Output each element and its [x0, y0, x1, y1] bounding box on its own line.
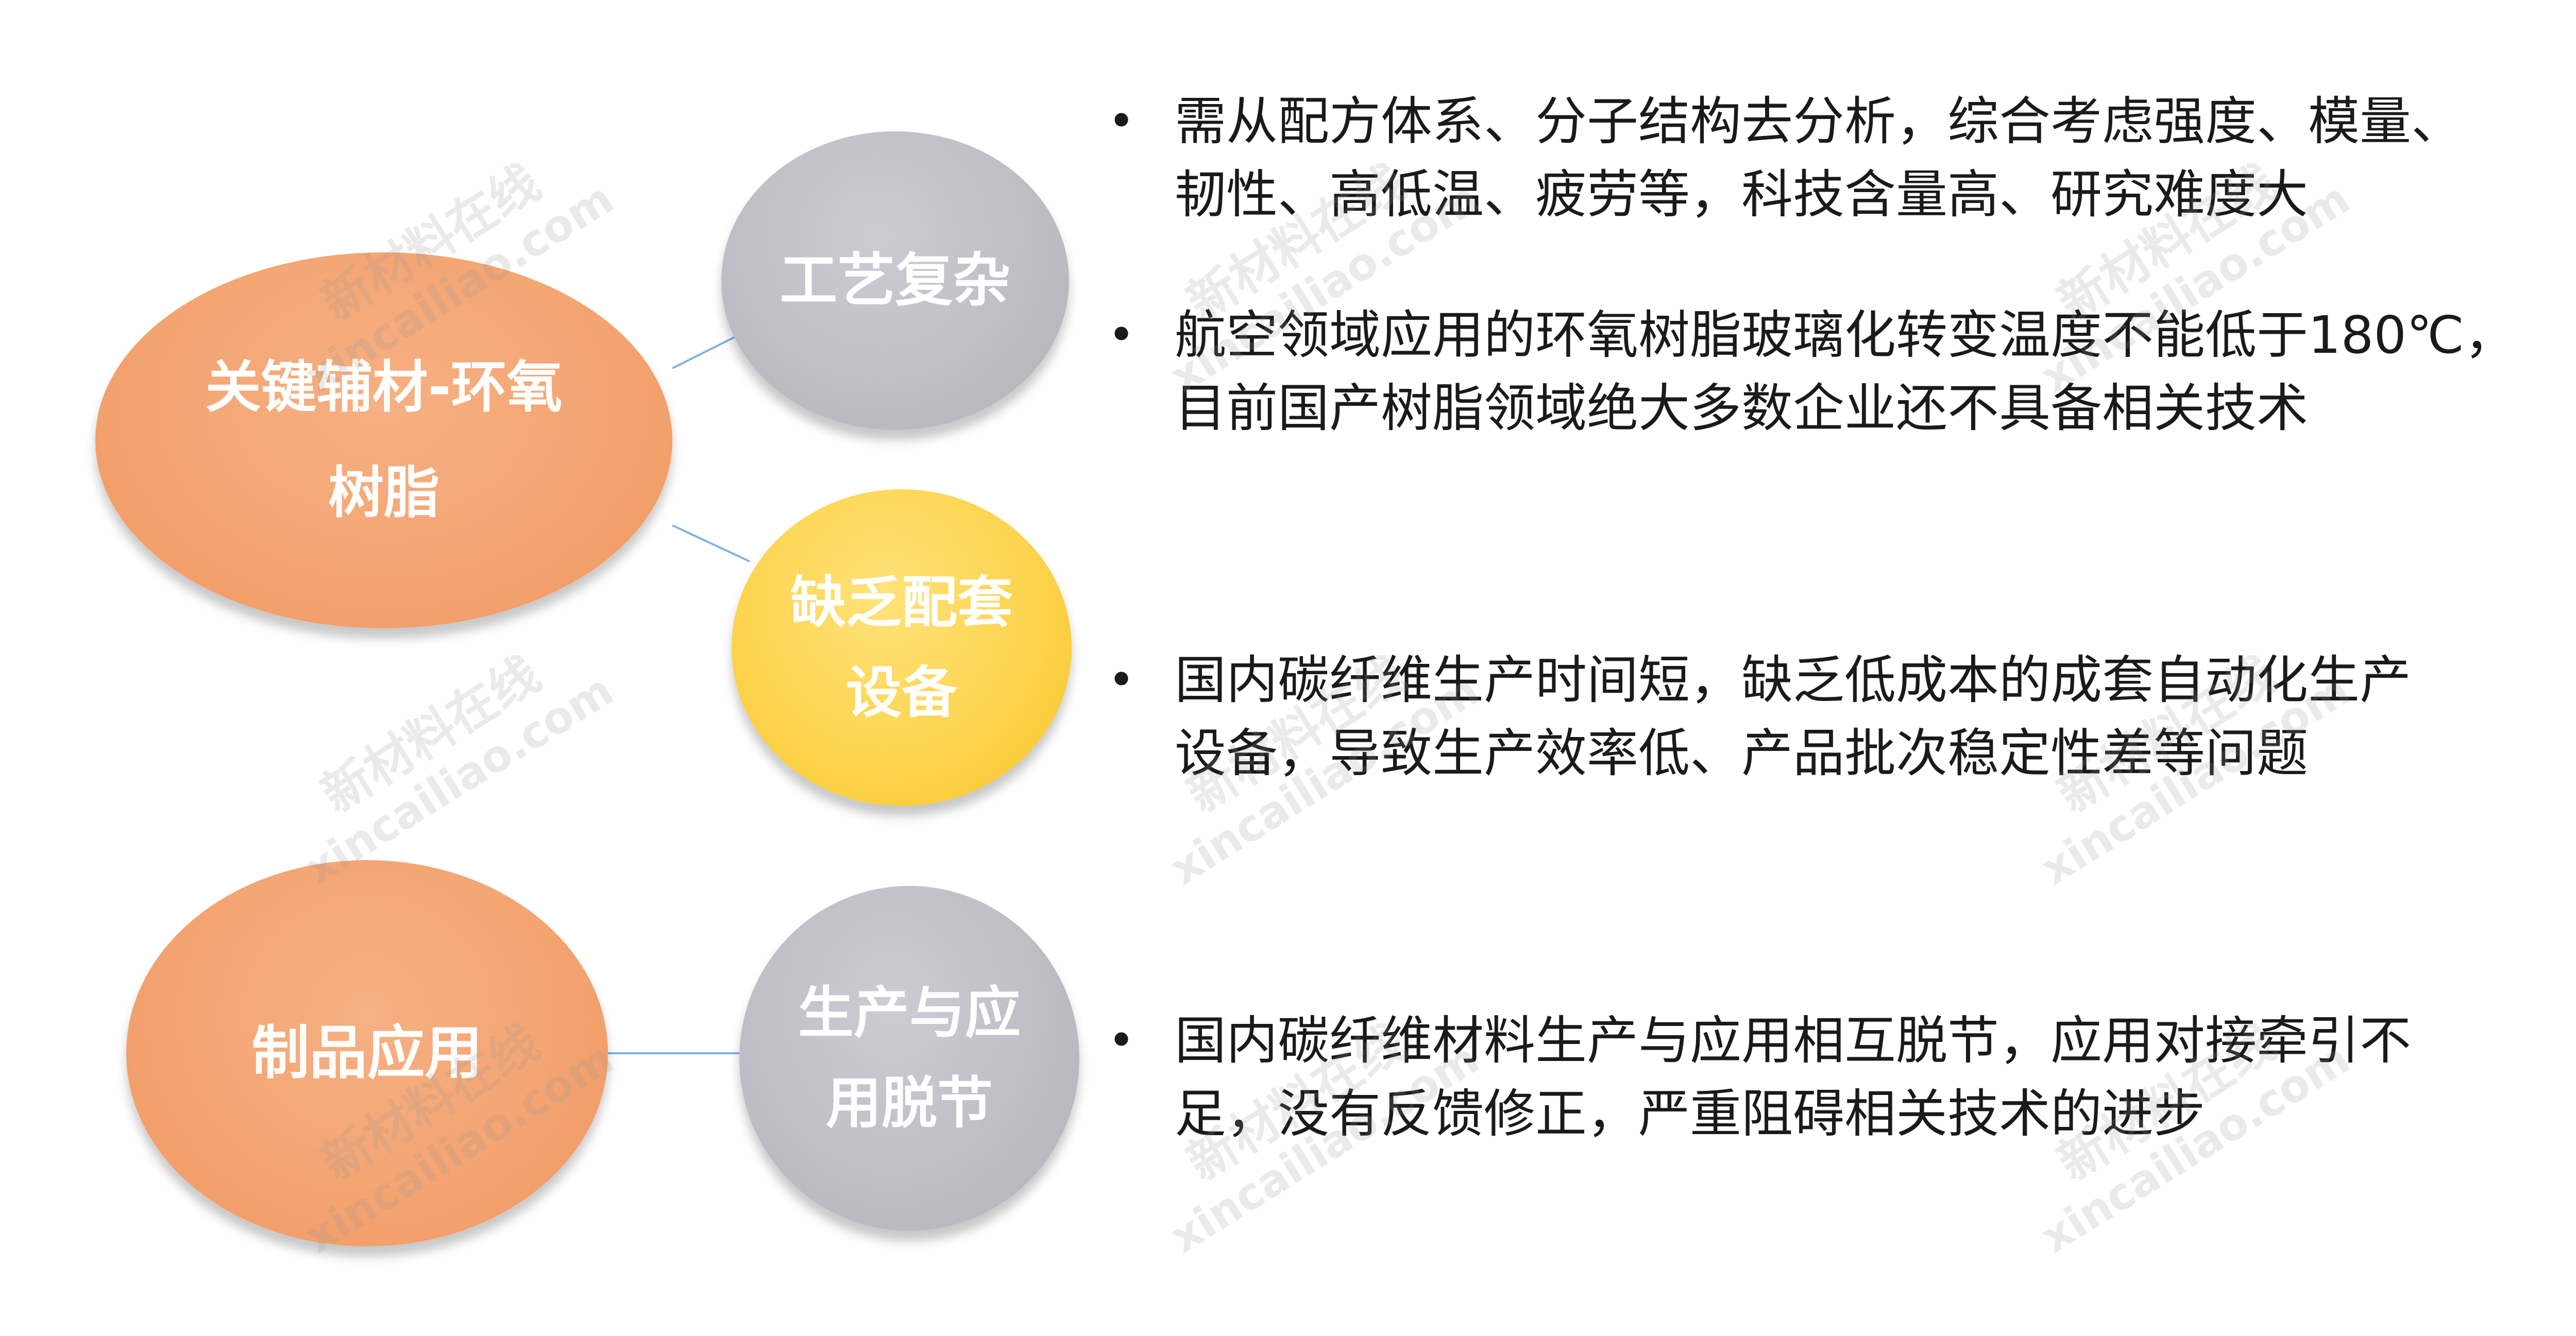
- bullet-item: • 国内碳纤维材料生产与应用相互脱节，应用对接牵引不 足，没有反馈修正，严重阻碍…: [1108, 1004, 2555, 1151]
- bullet-text-line: 目前国产树脂领域绝大多数企业还不具备相关技术: [1175, 378, 2308, 438]
- bullet-text-line: 国内碳纤维生产时间短，缺乏低成本的成套自动化生产: [1175, 650, 2411, 710]
- node-label-line: 用脱节: [825, 1071, 993, 1136]
- bullet-text: 国内碳纤维材料生产与应用相互脱节，应用对接牵引不 足，没有反馈修正，严重阻碍相关…: [1175, 1004, 2555, 1151]
- node-label-line: 设备: [845, 660, 957, 725]
- node-complex-process: 工艺复杂: [721, 131, 1069, 430]
- node-label-line: 树脂: [328, 461, 439, 525]
- node-key-material-epoxy-resin: 关键辅材-环氧 树脂: [95, 252, 672, 628]
- bullet-text-line: 设备，导致生产效率低、产品批次稳定性差等问题: [1175, 723, 2308, 783]
- node-label-line: 工艺复杂: [779, 247, 1011, 314]
- bullet-dot: •: [1108, 653, 1136, 707]
- bullet-dot: •: [1108, 1014, 1136, 1068]
- node-lack-equipment: 缺乏配套 设备: [732, 489, 1072, 806]
- bullet-item: • 国内碳纤维生产时间短，缺乏低成本的成套自动化生产 设备，导致生产效率低、产品…: [1108, 644, 2555, 790]
- node-product-application: 制品应用: [126, 860, 608, 1246]
- node-production-application-disconnect: 生产与应 用脱节: [739, 886, 1079, 1231]
- node-label-line: 关键辅材-环氧: [205, 355, 563, 420]
- bullet-text-line: 需从配方体系、分子结构去分析，综合考虑强度、模量、: [1175, 91, 2463, 151]
- bullet-text-line: 国内碳纤维材料生产与应用相互脱节，应用对接牵引不: [1175, 1010, 2411, 1071]
- bullet-text-line: 航空领域应用的环氧树脂玻璃化转变温度不能低于180℃，: [1175, 305, 2516, 365]
- connector-resin-process: [672, 336, 735, 369]
- bullet-text: 需从配方体系、分子结构去分析，综合考虑强度、模量、 韧性、高低温、疲劳等，科技含…: [1175, 85, 2555, 231]
- node-label-line: 生产与应: [798, 981, 1021, 1046]
- bullet-text-line: 足，没有反馈修正，严重阻碍相关技术的进步: [1175, 1084, 2205, 1144]
- bullet-text: 航空领域应用的环氧树脂玻璃化转变温度不能低于180℃， 目前国产树脂领域绝大多数…: [1175, 299, 2555, 445]
- node-label-line: 制品应用: [251, 1020, 483, 1087]
- connector-resin-equipment: [672, 524, 750, 562]
- bullet-text-line: 韧性、高低温、疲劳等，科技含量高、研究难度大: [1175, 164, 2308, 225]
- bullet-item: • 航空领域应用的环氧树脂玻璃化转变温度不能低于180℃， 目前国产树脂领域绝大…: [1108, 299, 2555, 445]
- bullet-dot: •: [1108, 94, 1136, 148]
- bullet-item: • 需从配方体系、分子结构去分析，综合考虑强度、模量、 韧性、高低温、疲劳等，科…: [1108, 85, 2555, 231]
- node-label-line: 缺乏配套: [790, 570, 1013, 635]
- bullet-dot: •: [1108, 308, 1136, 362]
- bullet-text: 国内碳纤维生产时间短，缺乏低成本的成套自动化生产 设备，导致生产效率低、产品批次…: [1175, 644, 2555, 790]
